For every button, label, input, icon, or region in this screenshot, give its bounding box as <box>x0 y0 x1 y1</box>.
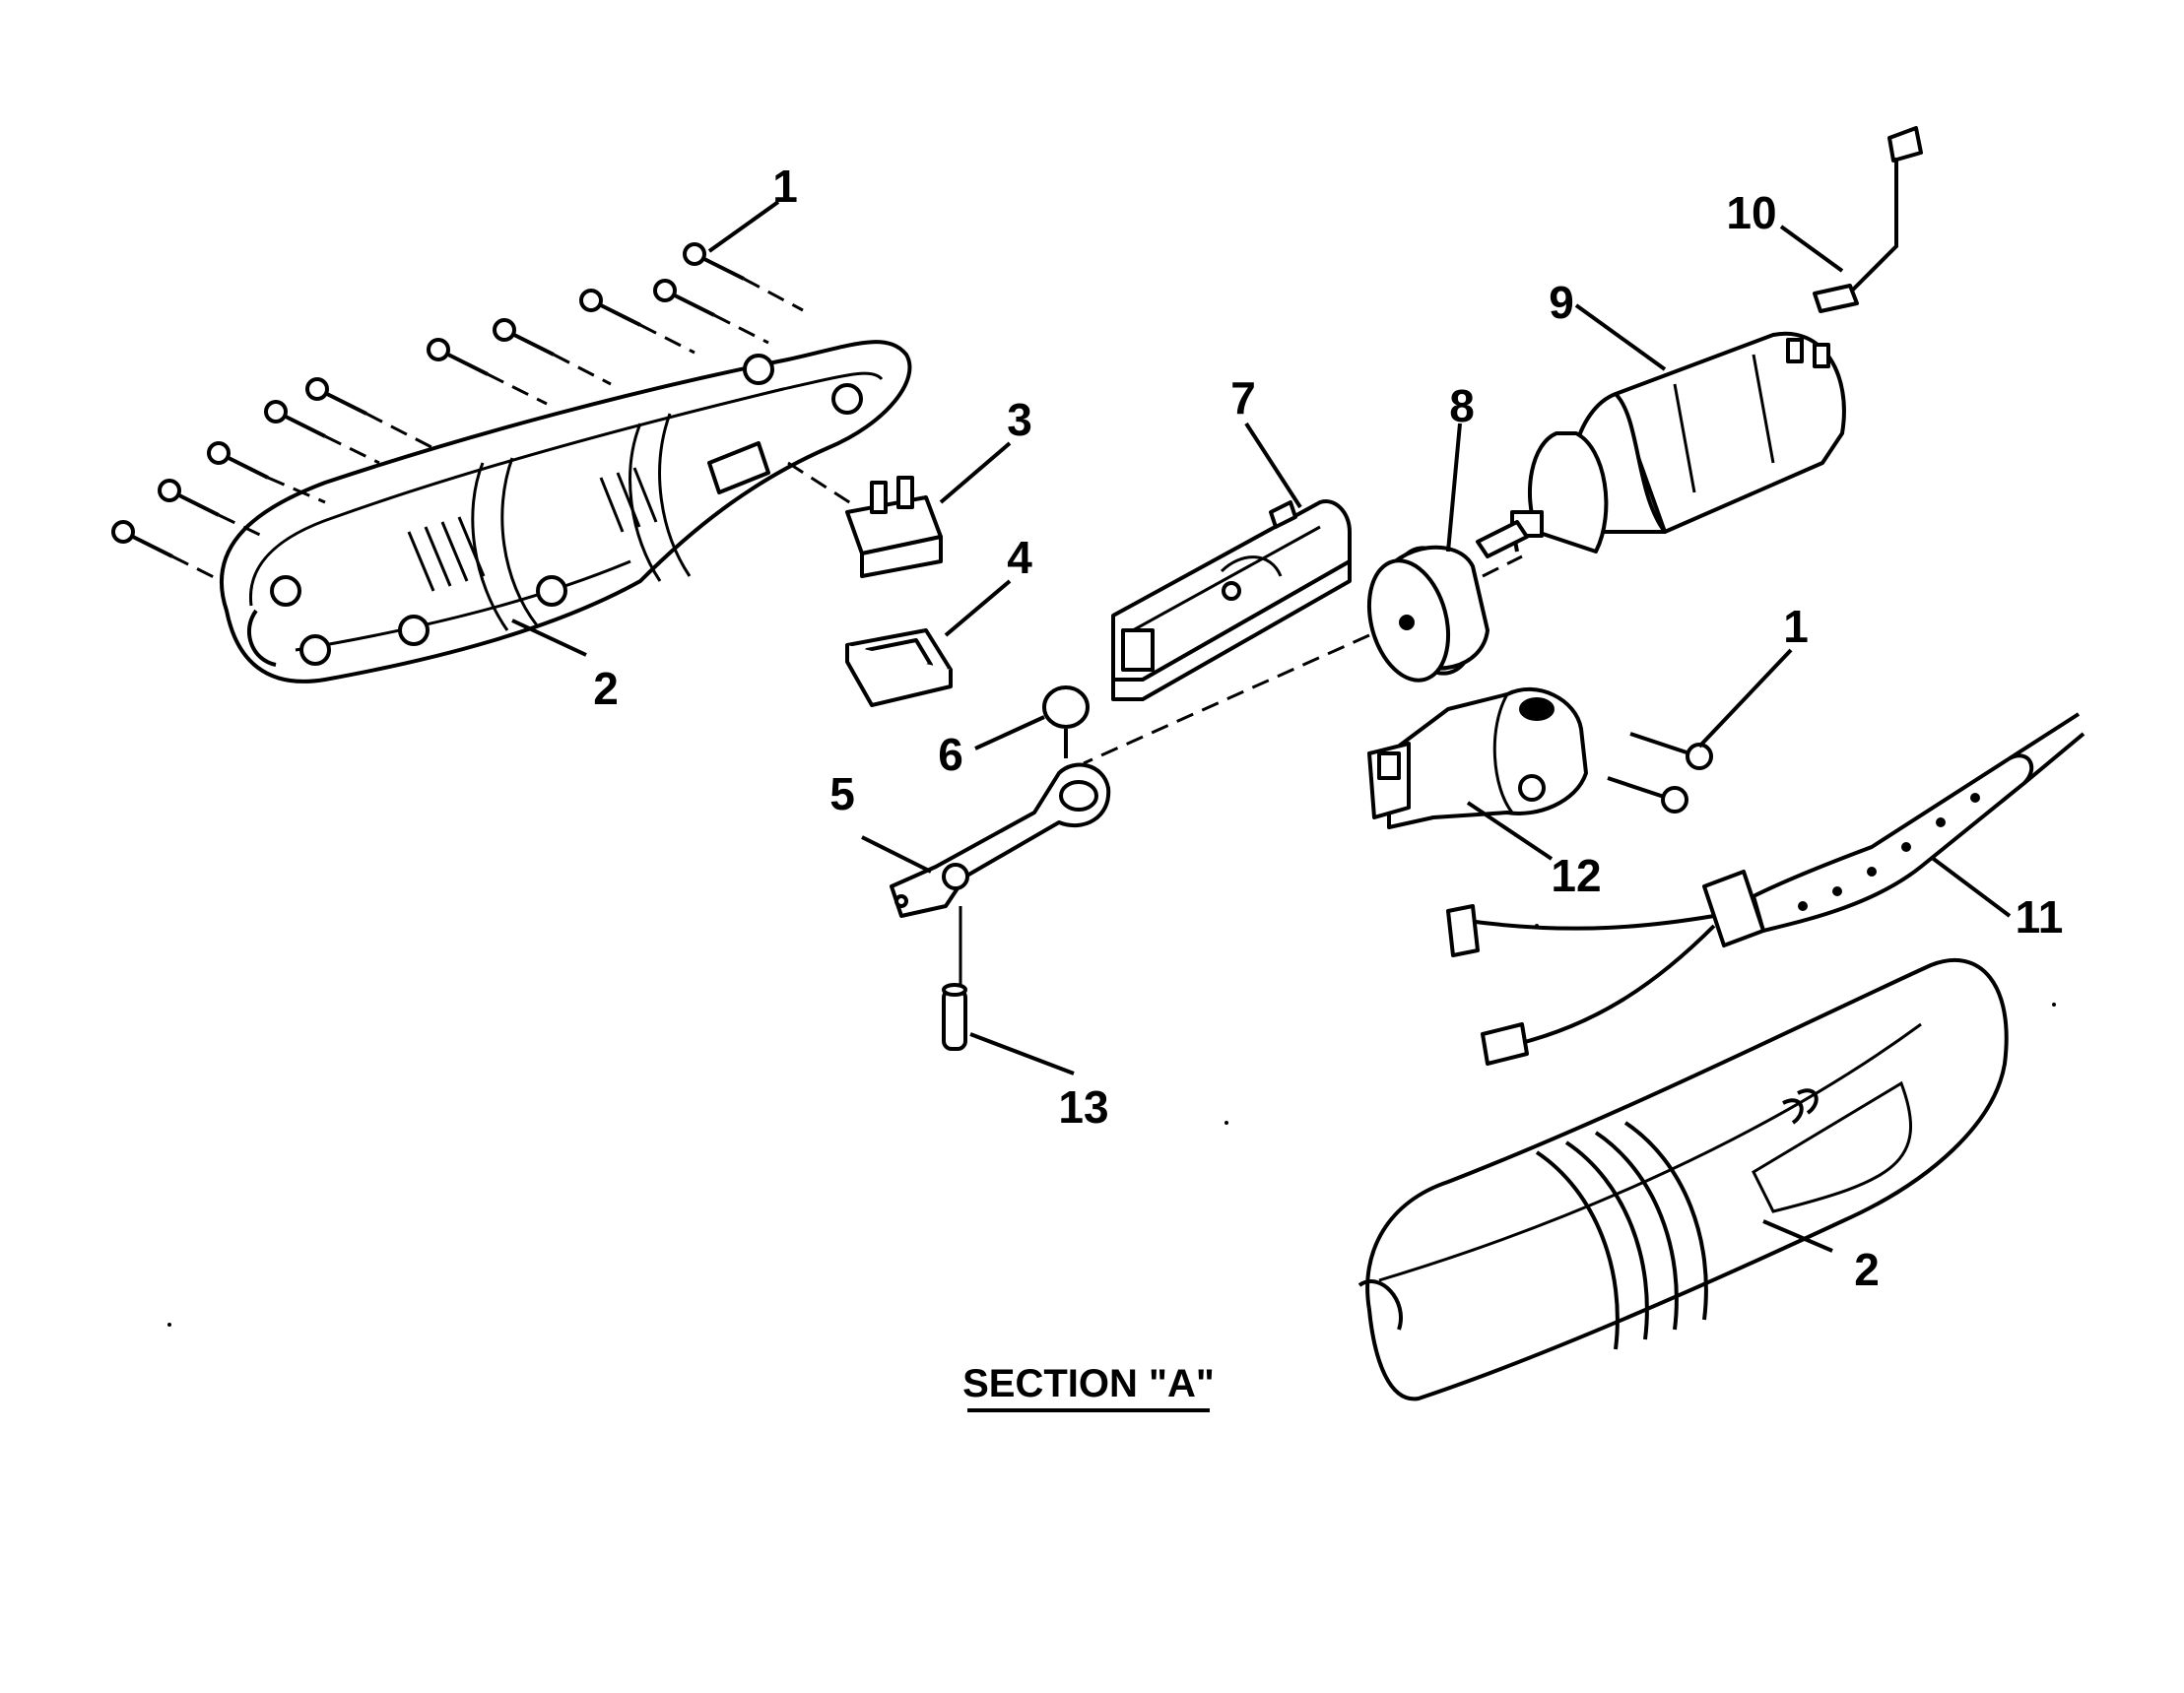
callout-2-housing: 2 <box>593 663 619 714</box>
screw <box>207 441 326 504</box>
speck <box>2052 1003 2056 1007</box>
housing-screws <box>111 242 804 583</box>
connecting-rod <box>890 762 1111 995</box>
bearing-housing <box>1367 687 1588 829</box>
callout-8-counterweight: 8 <box>1449 380 1475 431</box>
screw <box>111 520 223 583</box>
counterweight-disc <box>1083 545 1523 765</box>
screw <box>305 377 434 450</box>
bearing-ball <box>1042 685 1090 758</box>
callout-11-power-cord: 11 <box>2016 891 2064 943</box>
callout-labels: 1 10 9 3 7 8 4 2 1 6 5 12 11 13 2 <box>593 161 2063 1295</box>
cord-grip-dots <box>1798 793 1980 911</box>
callout-5-connecting-rod: 5 <box>829 768 855 819</box>
section-title-text: SECTION "A" <box>962 1362 1215 1405</box>
callout-13-pin: 13 <box>1058 1081 1108 1133</box>
callout-4-switch-cover: 4 <box>1007 532 1032 583</box>
callout-1-screw-right: 1 <box>1783 601 1809 652</box>
screw <box>427 338 548 406</box>
screw <box>264 400 380 465</box>
housing-half-closed <box>1357 958 2009 1401</box>
callout-9-motor: 9 <box>1549 277 1574 328</box>
power-cord <box>1446 712 2085 1066</box>
speck <box>1535 924 1539 928</box>
switch-cover <box>845 628 953 707</box>
screw <box>683 242 804 312</box>
screw <box>493 318 612 386</box>
callout-leaders <box>511 200 2012 1253</box>
screw <box>158 479 265 539</box>
callout-7-gear-housing: 7 <box>1230 372 1256 423</box>
housing-grip-ridges <box>1535 1121 1708 1350</box>
motor <box>1476 331 1846 558</box>
section-title: SECTION "A" <box>962 1362 1215 1412</box>
pin <box>942 983 967 1051</box>
gear-housing <box>1111 499 1352 701</box>
callout-3-switch: 3 <box>1007 394 1032 445</box>
screw <box>579 289 695 355</box>
callout-2-housing-closed: 2 <box>1854 1244 1880 1295</box>
housing-vent-slots <box>407 467 658 592</box>
bearing-housing-screws <box>1607 732 1713 814</box>
brush-lead <box>1813 126 1923 313</box>
callout-1-screw: 1 <box>772 161 798 212</box>
screw <box>653 279 769 345</box>
speck <box>167 1323 171 1327</box>
callout-12-bearing-housing: 12 <box>1551 850 1601 901</box>
switch <box>787 461 943 578</box>
callout-6-bearing: 6 <box>938 729 963 780</box>
housing-half-open <box>220 340 912 684</box>
callout-10-brush-lead: 10 <box>1726 187 1776 238</box>
speck <box>1224 1121 1228 1125</box>
